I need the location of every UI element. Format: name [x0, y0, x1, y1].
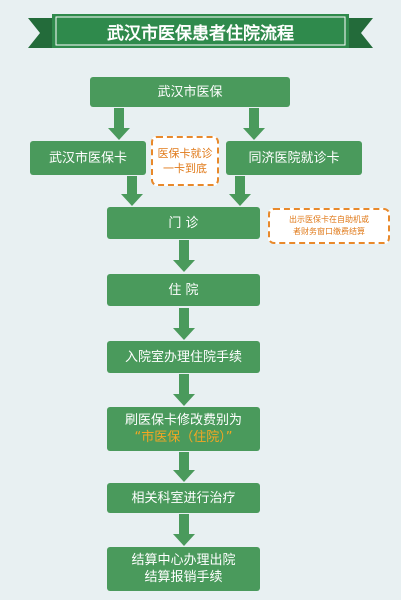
banner-body [52, 14, 349, 48]
node-yibao-card: 武汉市医保卡 [30, 141, 146, 175]
note-one-card: 医保卡就诊 一卡到底 [151, 136, 219, 186]
node-shua-yibao: 刷医保卡修改费别为 “市医保（住院）” [107, 407, 260, 451]
note-self-service-line2: 者财务窗口缴费结算 [293, 227, 365, 236]
node-jiesuan: 结算中心办理出院 结算报销手续 [107, 547, 260, 591]
note-one-card-line2: 一卡到底 [163, 162, 207, 175]
arrows [108, 108, 265, 546]
jiesuan-line2: 结算报销手续 [144, 570, 223, 585]
arrow-to-yibao-card [108, 108, 130, 140]
note-self-service: 出示医保卡在自助机或 者财务窗口缴费结算 [268, 208, 390, 244]
banner-inner-border [55, 16, 346, 46]
arrow-shua-to-keshi [173, 452, 195, 482]
arrow-card-to-menzhen-right [229, 176, 251, 206]
arrow-menzhen-to-zhuyuan [173, 240, 195, 272]
node-tongji-card: 同济医院就诊卡 [226, 141, 362, 175]
jiesuan-line1: 结算中心办理出院 [131, 553, 236, 568]
arrow-zhuyuan-to-ruyuan [173, 308, 195, 340]
arrow-ruyuan-to-shua [173, 374, 195, 406]
node-ruyuan: 入院室办理住院手续 [107, 341, 260, 373]
arrow-keshi-to-jiesuan [173, 514, 195, 546]
node-wuhan-yibao: 武汉市医保 [90, 77, 290, 107]
node-keshi: 相关科室进行治疗 [107, 483, 260, 513]
shua-line2: “市医保（住院）” [134, 430, 233, 445]
arrow-to-tongji-card [243, 108, 265, 140]
arrow-card-to-menzhen-left [121, 176, 143, 206]
page-title: 武汉市医保患者住院流程 [107, 23, 294, 44]
shua-line1: 刷医保卡修改费别为 [124, 413, 242, 428]
note-self-service-line1: 出示医保卡在自助机或 [289, 215, 369, 224]
node-zhuyuan: 住 院 [107, 274, 260, 306]
node-menzhen: 门 诊 [107, 207, 260, 239]
note-one-card-line1: 医保卡就诊 [157, 147, 213, 160]
